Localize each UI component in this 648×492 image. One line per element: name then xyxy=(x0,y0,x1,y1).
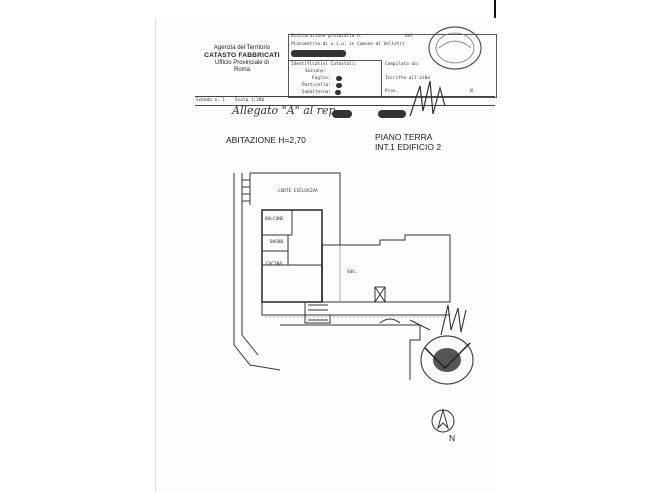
signature-icon xyxy=(409,80,446,117)
n-text: N. xyxy=(470,89,476,94)
planimetria-text: Planimetria di u.i.u. in Comune di Velle… xyxy=(291,42,405,47)
prov-text: Prov. xyxy=(385,89,399,94)
north-arrow-icon xyxy=(431,408,455,433)
north-label: N xyxy=(449,433,456,443)
scheda-text: Scheda n. 1 xyxy=(196,98,226,103)
dichiarazione-text: Dichiarazione protocollo n. xyxy=(291,34,363,39)
scala-text: Scala 1:200 xyxy=(235,98,265,103)
office-line-1: Agenzia del Territorio xyxy=(213,45,271,51)
identificativi-text: Identificativi Catastali: xyxy=(291,62,358,67)
office-line-2: CATASTO FABBRICATI xyxy=(204,52,280,59)
redaction-block xyxy=(332,110,352,118)
corte-label: CORTE ESCLUSIVA xyxy=(278,189,318,194)
office-block: Agenzia del Territorio CATASTO FABBRICAT… xyxy=(197,45,287,74)
redaction-block xyxy=(336,83,342,88)
lower-signature-icon xyxy=(440,304,467,336)
office-line-3: Ufficio Provinciale di xyxy=(215,60,269,66)
sezione-text: Sezione: xyxy=(305,69,327,74)
interno-label: INT.1 EDIFICIO 2 xyxy=(375,142,442,152)
redaction-block xyxy=(291,50,346,57)
del-text: del xyxy=(405,34,413,39)
abitazione-label: ABITAZIONE H=2,70 xyxy=(226,135,306,145)
redaction-block xyxy=(336,76,342,81)
lower-stamp-seal-icon xyxy=(420,335,474,385)
floor-plan xyxy=(233,172,451,380)
stamp-seal-icon xyxy=(428,26,482,70)
foglio-text: Foglio: xyxy=(312,76,331,81)
particella-text: Particella: xyxy=(302,83,332,88)
redaction-block xyxy=(378,110,406,118)
office-line-4: Roma xyxy=(233,67,250,73)
handwritten-annotation: Allegato "A" al rep xyxy=(232,104,336,117)
iscritto-text: Iscritto all'albo xyxy=(385,76,430,81)
compilata-text: Compilata da: xyxy=(385,62,420,67)
balcone-label: BALCONE xyxy=(265,217,284,222)
cucina-label: CUCINA xyxy=(266,262,282,267)
sog-label: SOG. xyxy=(347,270,358,275)
scale-bar xyxy=(195,96,495,106)
bagno-label: BAGNO xyxy=(270,240,284,245)
redaction-block xyxy=(335,90,341,95)
subalterno-text: Subalterno: xyxy=(302,90,332,95)
identificativi-box xyxy=(288,60,382,98)
piano-label: PIANO TERRA xyxy=(375,132,433,142)
